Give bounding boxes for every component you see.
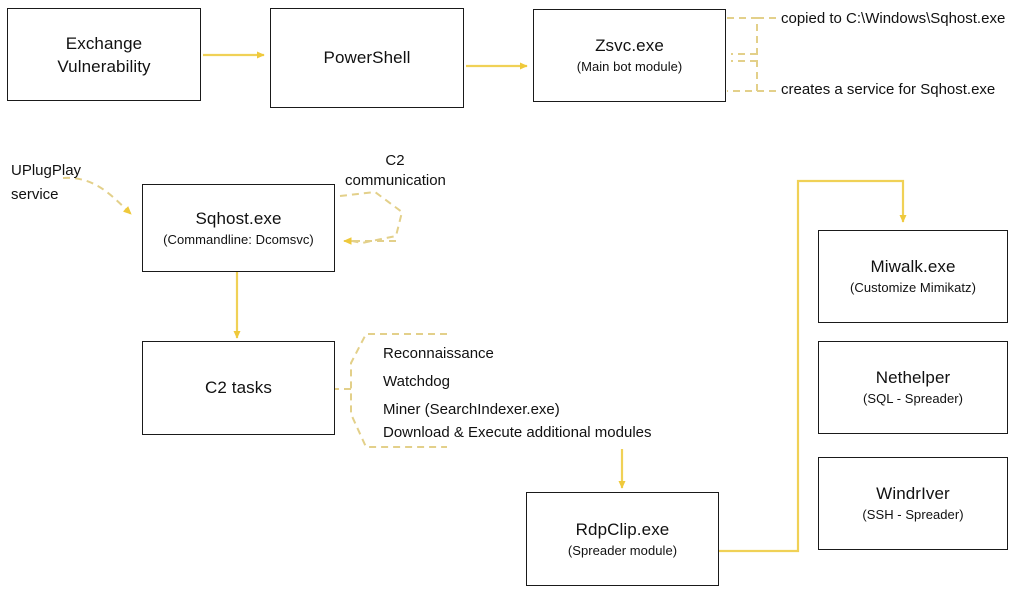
node-powershell[interactable]: PowerShell [270,8,464,108]
node-sqhost-title: Sqhost.exe [195,208,282,228]
node-miwalk-title: Miwalk.exe [870,257,956,276]
node-sqhost-subtitle: (Commandline: Dcomsvc) [163,231,314,247]
annotation-creates-service: creates a service for Sqhost.exe [781,81,996,98]
node-nethelper[interactable]: Nethelper (SQL - Spreader) [818,341,1008,434]
node-miwalk-subtitle: (Customize Mimikatz) [850,280,976,295]
dashed-bracket-zsvc [727,17,758,92]
node-exchange-vulnerability[interactable]: Exchange Vulnerability [7,8,201,101]
label-c2-communication-line2: communication [345,172,446,189]
node-exchange-title: Exchange [65,33,143,53]
label-uplugplay-line2: service [11,186,59,203]
label-c2-communication-line1: C2 [385,152,405,169]
node-zsvc-subtitle: (Main bot module) [576,59,683,74]
node-c2-tasks-title: C2 tasks [205,378,272,397]
c2-task-item-download-execute: Download & Execute additional modules [383,424,652,441]
c2-task-item-miner: Miner (SearchIndexer.exe) [383,401,560,418]
node-zsvc-title: Zsvc.exe [595,36,664,55]
node-sqhost[interactable]: Sqhost.exe (Commandline: Dcomsvc) [142,184,335,272]
node-nethelper-subtitle: (SQL - Spreader) [862,391,964,406]
c2-task-item-watchdog: Watchdog [383,373,450,390]
node-windriver[interactable]: WindrIver (SSH - Spreader) [818,457,1008,550]
node-zsvc[interactable]: Zsvc.exe (Main bot module) [533,9,726,102]
c2-task-item-reconnaissance: Reconnaissance [383,345,494,362]
node-exchange-title-line2: Vulnerability [57,56,151,76]
node-rdpclip[interactable]: RdpClip.exe (Spreader module) [526,492,719,586]
node-windriver-subtitle: (SSH - Spreader) [862,507,964,522]
node-miwalk[interactable]: Miwalk.exe (Customize Mimikatz) [818,230,1008,323]
loop-c2-communication [339,190,404,245]
node-rdpclip-subtitle: (Spreader module) [567,542,678,558]
node-nethelper-title: Nethelper [875,368,951,387]
annotation-copied-to-path: copied to C:\Windows\Sqhost.exe [781,10,1006,27]
node-windriver-title: WindrIver [876,484,950,503]
node-rdpclip-title: RdpClip.exe [575,519,670,539]
node-c2-tasks[interactable]: C2 tasks [142,341,335,435]
label-uplugplay-line1: UPlugPlay [11,162,82,179]
node-powershell-title: PowerShell [323,48,411,67]
arrow-uplugplay-to-sqhost [62,176,132,215]
